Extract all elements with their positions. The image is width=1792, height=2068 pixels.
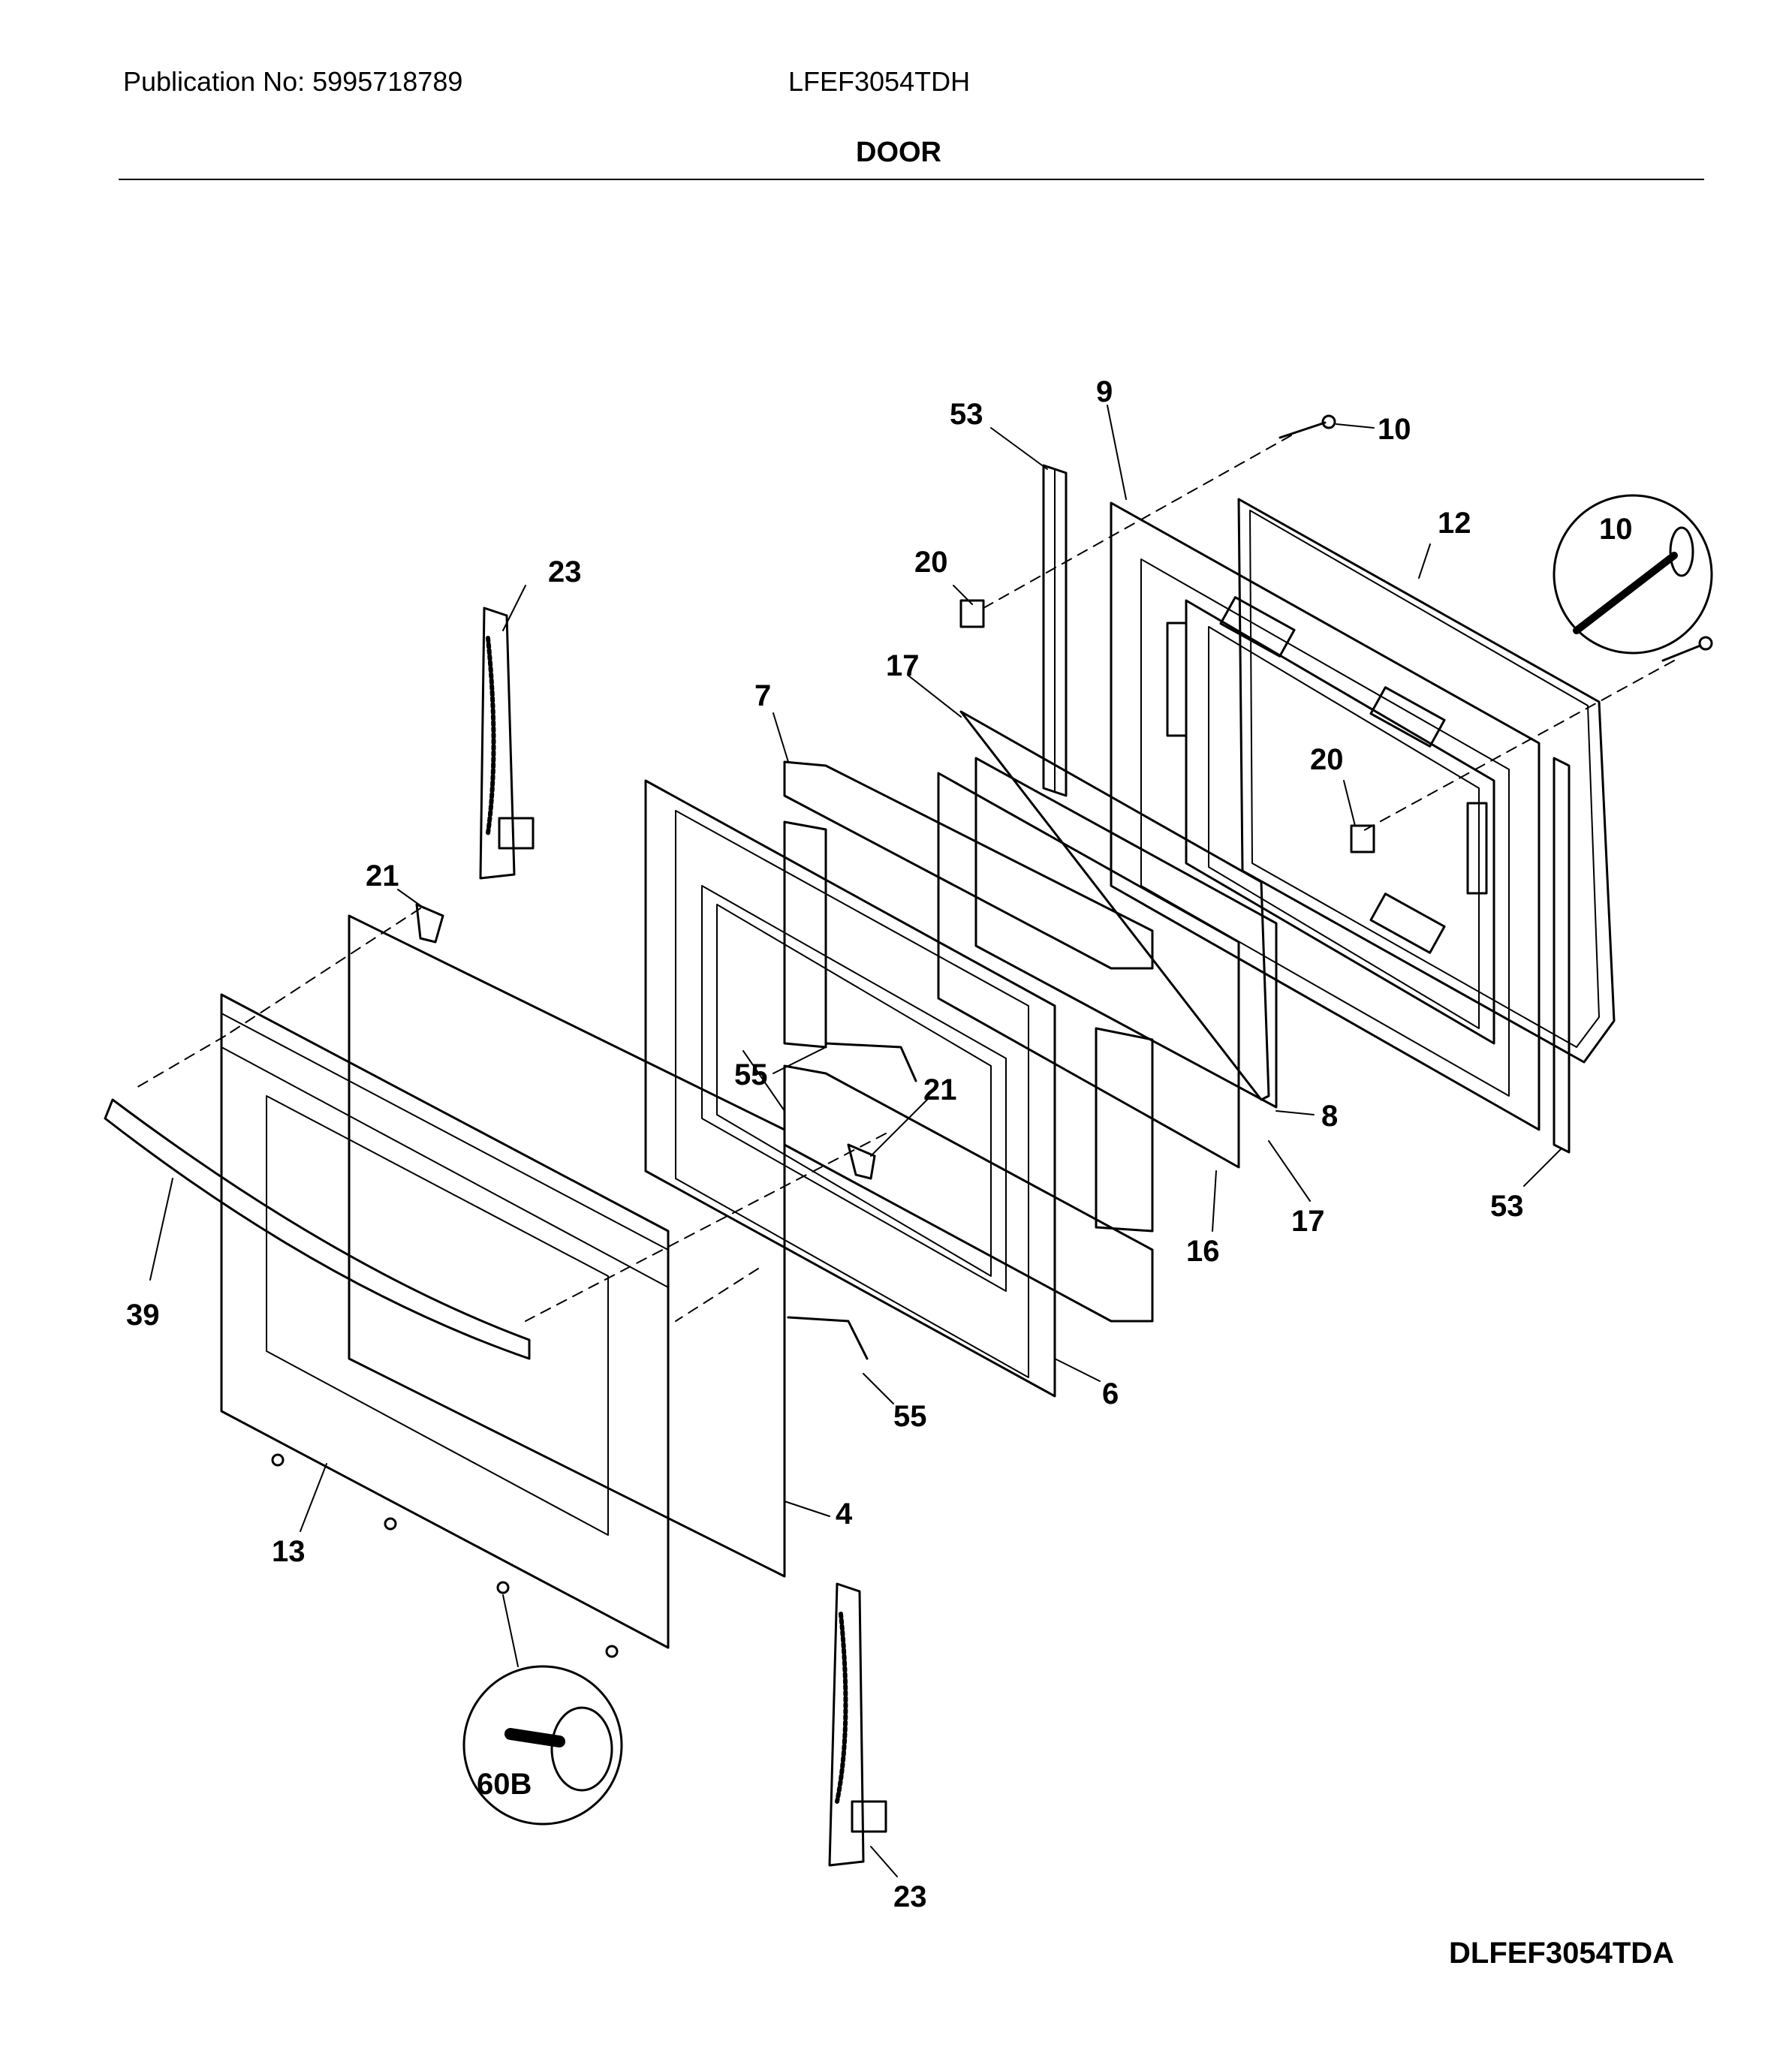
part-21-pad-upper [415,903,444,944]
part-8-glass [974,757,1278,1109]
section-title: DOOR [856,137,941,168]
callout-6: 6 [1102,1377,1119,1410]
callout-16: 16 [1186,1235,1220,1268]
part-23-upper-hinge [479,607,535,880]
header-divider [119,179,1704,180]
detail-circle-10 [1553,494,1713,655]
publication-number: Publication No: 5995718789 [123,66,463,97]
callout-21-lower: 21 [923,1073,957,1106]
callout-23-upper: 23 [548,555,582,588]
part-12-frame [1237,498,1616,1064]
diagram-code: DLFEF3054TDA [1449,1937,1675,1970]
part-60b-screws [271,1453,619,1658]
part-9-door-liner [1110,501,1541,1131]
callout-55-lower: 55 [893,1400,927,1433]
leader-lines [149,405,1562,1877]
callout-13: 13 [272,1535,306,1568]
callout-17-upper: 17 [886,649,920,682]
callout-8: 8 [1321,1100,1338,1133]
part-10-screw-upper [1278,414,1336,439]
detail-circle-60b [462,1665,623,1826]
part-7-insulation [783,760,1154,1323]
callout-17-lower: 17 [1291,1205,1325,1238]
part-16-glass [937,772,1240,1169]
alignment-lines [134,435,1675,1322]
callout-53-lower: 53 [1490,1190,1524,1223]
callout-4: 4 [836,1498,853,1531]
callout-55-upper: 55 [734,1058,768,1091]
model-number: LFEF3054TDH [788,66,971,97]
part-39-handle [104,1098,531,1360]
part-6-inner-panel [644,779,1056,1398]
callout-21-upper: 21 [366,859,399,893]
part-53-upper-channel [1042,464,1068,797]
callout-23-lower: 23 [893,1880,927,1913]
part-53-lower-channel [1553,757,1571,1154]
callout-20-lower: 20 [1310,743,1344,776]
part-13-outer-door [220,993,670,1649]
callout-39: 39 [126,1299,160,1332]
callout-labels: 53 9 10 12 10 20 23 17 7 20 21 55 21 8 1… [126,375,1633,1913]
part-55-brackets [787,1042,917,1360]
part-20-clip-lower [1350,824,1375,853]
part-10-screw-lower [1661,636,1713,662]
part-4-outer-glass [348,914,786,1578]
callout-60b: 60B [477,1768,532,1801]
part-21-pad-lower [847,1143,876,1180]
callout-9: 9 [1096,375,1113,408]
part-20-clip-upper [959,599,985,628]
callout-10-detail: 10 [1599,513,1633,546]
callout-12: 12 [1438,507,1471,540]
callout-20-upper: 20 [914,546,948,579]
callout-10: 10 [1378,413,1411,446]
callout-7: 7 [754,679,771,712]
part-23-lower-hinge [828,1582,887,1867]
callout-53-upper: 53 [950,398,983,431]
part-17-upper-strip [959,710,1270,1101]
